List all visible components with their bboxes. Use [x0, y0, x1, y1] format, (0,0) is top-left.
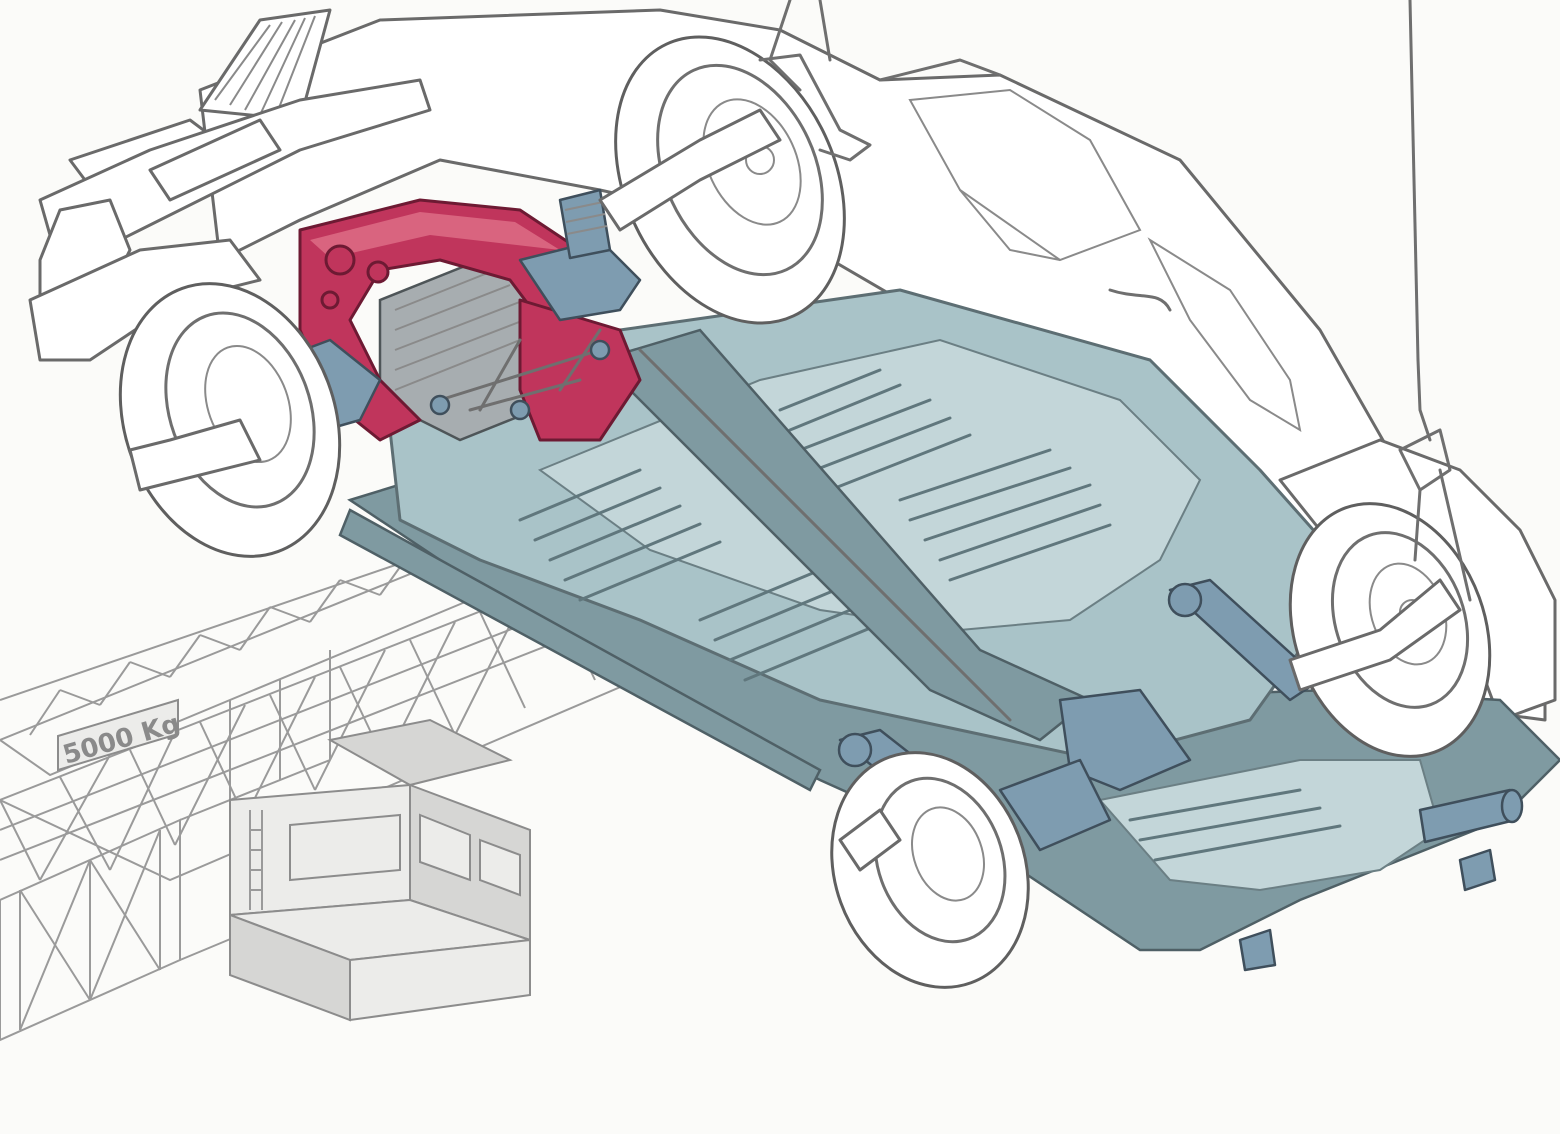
crane-hoist-cables	[758, 0, 1472, 602]
car-floor-pan	[338, 288, 1560, 952]
crane-bridge-frame	[0, 650, 331, 1042]
wheel-front-right	[614, 35, 846, 325]
crane-operator-cab	[229, 718, 531, 1022]
car-upside-down	[28, 8, 1560, 989]
lifting-slings	[128, 108, 1462, 872]
crane-capacity-sign: 5000 Kg	[57, 698, 183, 772]
